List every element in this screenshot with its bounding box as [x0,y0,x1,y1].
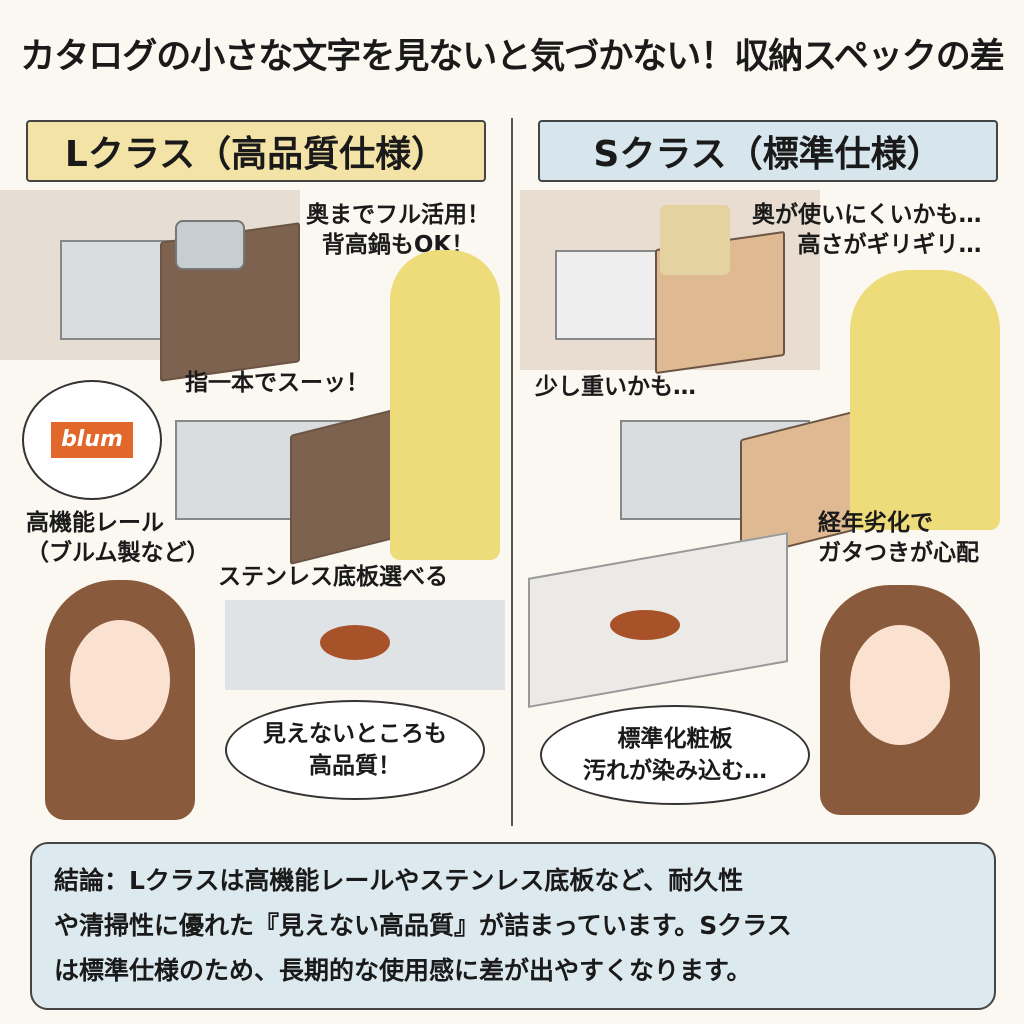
face-illustration-s [850,625,950,745]
l-steel-caption: ステンレス底板選べる [218,564,448,590]
bottles-illustration [660,205,730,275]
conclusion-box: 結論：Lクラスは高機能レールやステンレス底板など、耐久性 や清掃性に優れた『見え… [30,842,996,1010]
woman-illustration [390,250,500,560]
s-caption-wear: 経年劣化でガタつきが心配 [818,510,979,566]
s-caption-heavy: 少し重いかも… [535,374,696,400]
l-bubble: 見えないところも高品質！ [225,700,485,800]
stain-illustration-s [610,610,680,640]
conclusion-line: は標準仕様のため、長期的な使用感に差が出やすくなります。 [54,956,752,985]
divider [511,118,513,826]
stain-illustration [320,625,390,660]
s-class-header: Sクラス（標準仕様） [538,120,998,182]
s-caption-top: 奥が使いにくいかも…高さがギリギリ… [752,202,982,258]
conclusion-line: 結論：Lクラスは高機能レールやステンレス底板など、耐久性 [54,866,744,895]
face-illustration [70,620,170,740]
s-bubble: 標準化粧板汚れが染み込む… [540,705,810,805]
worried-woman-illustration [850,270,1000,530]
l-class-header: Lクラス（高品質仕様） [26,120,486,182]
blum-bubble: blum [22,380,162,500]
pot-illustration [175,220,245,270]
blum-logo: blum [51,422,133,458]
page-title: カタログの小さな文字を見ないと気づかない！収納スペックの差 [20,37,1005,77]
l-rail-caption: 高機能レール（ブルム製など） [26,510,210,566]
l-caption-slide: 指一本でスーッ！ [185,370,369,396]
conclusion-line: や清掃性に優れた『見えない高品質』が詰まっています。Sクラス [54,911,792,940]
